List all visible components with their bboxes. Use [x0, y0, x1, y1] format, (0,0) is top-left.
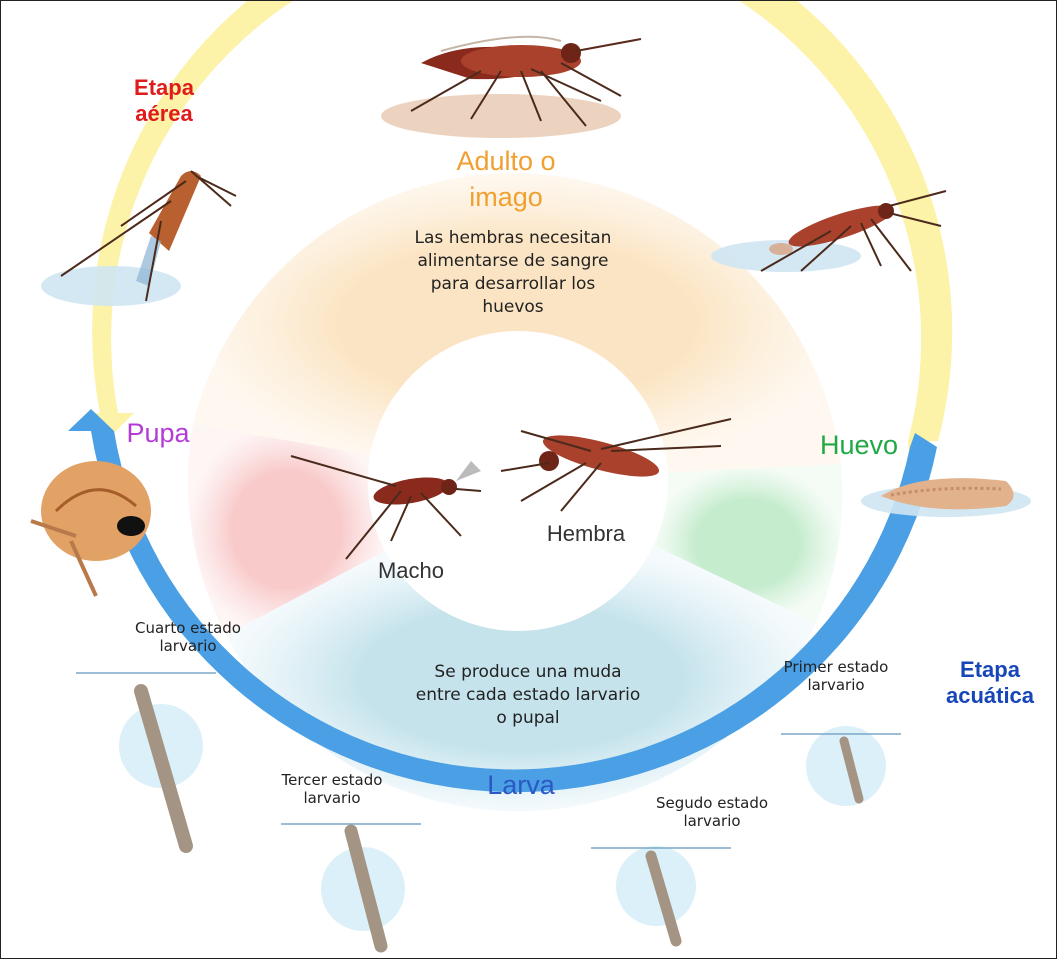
larva-stage-note: Se produce una muda entre cada estado la… [388, 661, 668, 730]
larva-instar-1 [781, 726, 901, 806]
larva-instar-4 [76, 673, 216, 846]
pupa-illustration [31, 461, 151, 596]
larval-instar-2-label: Segudo estado larvario [637, 794, 787, 830]
larval-instar-1-label: Primer estado larvario [761, 658, 911, 694]
aquatic-phase-label: Etapa acuática [925, 657, 1055, 710]
larval-instar-3-label: Tercer estado larvario [257, 771, 407, 807]
larva-instar-3 [281, 824, 421, 946]
male-label: Macho [361, 558, 461, 584]
egg-raft-illustration [861, 478, 1031, 517]
larval-instar-4-label: Cuarto estado larvario [113, 619, 263, 655]
female-label: Hembra [531, 521, 641, 547]
adult-mosquito-illustration [381, 37, 641, 138]
adult-stage-note: Las hembras necesitan alimentarse de san… [378, 227, 648, 319]
adult-stage-label: Adulto o imago [406, 143, 606, 216]
aerial-phase-label: Etapa aérea [109, 75, 219, 128]
larva-instar-2 [591, 846, 731, 941]
pupa-stage-label: Pupa [113, 417, 203, 449]
larva-stage-label: Larva [471, 769, 571, 801]
egg-stage-label: Huevo [809, 429, 909, 461]
